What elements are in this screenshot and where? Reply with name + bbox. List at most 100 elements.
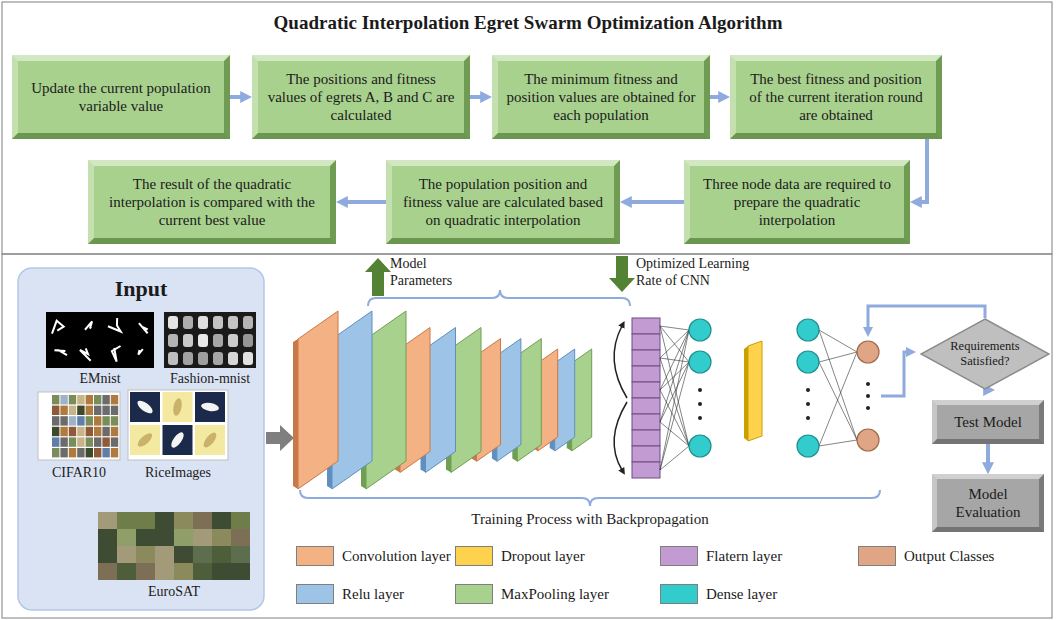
eurosat-tile [98,529,117,546]
network-line [819,352,857,362]
eurosat-tile [231,512,250,529]
fashion-item [228,352,238,365]
flow-arrow [346,200,386,204]
node-text: Test Model [954,413,1022,431]
eurosat-tile [212,512,231,529]
cifar-tile [111,395,118,404]
fashion-item [243,352,253,365]
cifar-tile [69,437,76,446]
flatten-cell [632,350,660,366]
input-panel-ground [18,268,264,610]
cifar-tile [52,406,59,415]
cifar-tile [69,448,76,457]
legend-item: Relu layer [296,584,404,604]
fashion-item [243,316,253,329]
rice-tile [195,392,225,422]
cifar-tile [94,437,101,446]
network-line [660,358,689,446]
node-text: The positions and fitness values of egre… [266,70,456,124]
flow-arrow [230,95,242,99]
eurosat-tile [136,546,155,563]
eurosat-tile [174,512,193,529]
network-line [660,390,689,446]
flatten-cell [632,382,660,398]
cifar-tile [102,406,109,415]
eurosat-tile [117,512,136,529]
node-text: The best fitness and position of the cur… [744,70,928,124]
cifar-tile [102,416,109,425]
curved-arrow [614,326,627,398]
eurosat-tile [231,546,250,563]
legend-text: Convolution layer [342,548,451,565]
ellipsis-dot [866,382,870,386]
input-arrow [266,425,294,451]
rice-grain [136,431,155,449]
output-neuron [857,341,879,363]
bottom-panel-frame [2,254,1052,618]
node-text: The population position and fitness valu… [400,175,606,229]
legend-swatch [660,546,698,566]
cifar-tile [111,427,118,436]
process-box: The best fitness and position of the cur… [730,55,942,139]
node-text: Input [115,276,168,302]
process-box: The minimum fitness and position values … [492,55,710,139]
rice-tile [163,392,193,422]
ellipsis-dot [698,388,702,392]
cifar-tile [60,395,67,404]
dense-neuron [797,435,819,457]
network-line [660,362,689,422]
eurosat-tile [212,546,231,563]
down-arrow [609,256,635,292]
flow-arrow [470,95,482,99]
cifar-tile [77,406,84,415]
flow-arrow [710,95,720,99]
top-brace [368,290,630,306]
cifar-tile [60,416,67,425]
cifar-tile [102,427,109,436]
legend-text: Output Classes [904,548,994,565]
fashion-item [213,334,223,347]
legend-item: Dropout layer [455,546,585,566]
node-text: The result of the quadratic interpolatio… [102,175,322,229]
fashion-image [164,312,256,368]
flatten-cell [632,430,660,446]
cnn-illustration [293,311,879,489]
fashion-item [228,316,238,329]
legend-item: MaxPooling layer [455,584,609,604]
dense-neuron [797,319,819,341]
ellipsis-dot [698,402,702,406]
rice-grain [200,402,219,413]
cifar-tile [77,448,84,457]
cifar-tile [69,416,76,425]
cifar-tile [94,416,101,425]
eurosat-tile [98,546,117,563]
flow-arrow [986,444,990,464]
cifar-tile [111,406,118,415]
rice-tile [163,425,193,455]
legend-item: Output Classes [858,546,994,566]
legend-item: Convolution layer [296,546,451,566]
node-text: Update the current population variable v… [26,79,216,115]
flow-arrow [920,139,927,202]
eurosat-tile [98,563,117,580]
eurosat-tile [193,529,212,546]
fashion-item [168,316,178,329]
network-line [819,440,857,446]
rice-grain [169,430,186,449]
cifar-tile [60,406,67,415]
cifar-tile [77,437,84,446]
annotation-label: EMnist [46,371,154,388]
eurosat-tile [212,563,231,580]
cifar-tile [60,448,67,457]
glyph-stroke [139,323,148,333]
flatten-cell [632,414,660,430]
network-line [660,326,689,330]
connector-group [230,97,988,464]
fashion-item [183,352,193,365]
cifar-tile [60,427,67,436]
cifar-tile [111,437,118,446]
legend-text: MaxPooling layer [501,586,609,603]
network-line [660,326,689,446]
network-line [660,362,689,470]
